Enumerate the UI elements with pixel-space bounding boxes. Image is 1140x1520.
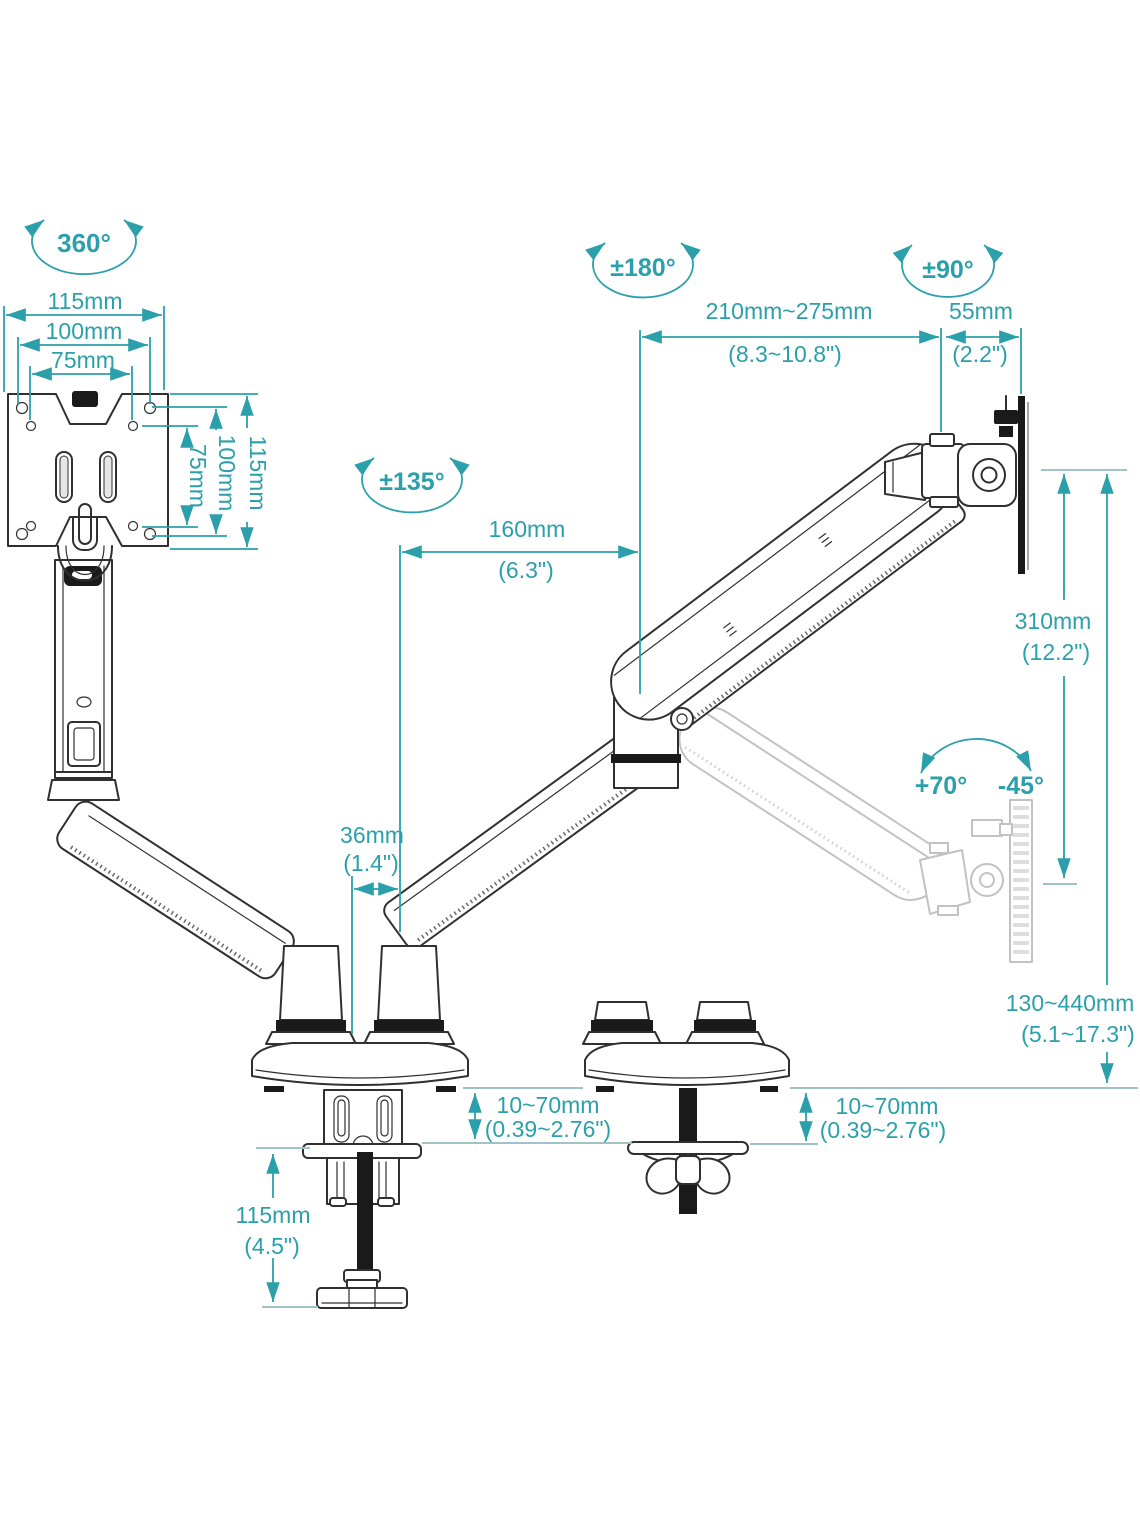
dim-pole-gap-mm: 36mm	[340, 822, 404, 848]
clamp-knob	[316, 1287, 408, 1309]
ghost-lowered-arm	[678, 706, 1033, 963]
dim-clamp-right-mm: 10~70mm	[836, 1093, 939, 1119]
vesa-hole	[25, 420, 37, 432]
desk-clamp-base	[251, 945, 469, 1309]
dim-clamp-left-in: (0.39~2.76")	[485, 1116, 611, 1142]
vesa-plate-edge	[1018, 396, 1025, 574]
dim-clamp-height-mm: 115mm	[236, 1202, 311, 1228]
vesa-thumbscrew	[994, 410, 1018, 424]
label-arm-180: ±180°	[610, 254, 675, 282]
post-left	[279, 945, 343, 1021]
base-dome	[251, 1042, 469, 1086]
c-clamp	[302, 1089, 422, 1309]
swivel-360-arc	[24, 219, 144, 275]
dim-clamp-range-left: 10~70mm (0.39~2.76")	[468, 1092, 611, 1142]
ghost-pivot	[970, 863, 1004, 897]
dim-vesa-height-115: 115mm	[245, 436, 271, 511]
label-elbow-135: ±135°	[379, 468, 444, 496]
monitor-head	[884, 395, 1029, 574]
dim-vesa-heights: 75mm 100mm 115mm	[142, 393, 271, 550]
dim-clamp-range-right: 10~70mm (0.39~2.76")	[799, 1093, 946, 1143]
label-tilt-down: -45°	[998, 772, 1044, 800]
dim-vesa-height-75: 75mm	[185, 444, 211, 508]
label-head-90: ±90°	[922, 256, 974, 284]
dim-forearm-in: (6.3")	[498, 557, 553, 583]
elbow-135-arc	[354, 457, 470, 514]
lower-beam-right	[383, 734, 652, 950]
vertical-link	[47, 559, 120, 801]
dim-head-depth-in: (2.2")	[952, 341, 1007, 367]
dim-pole-gap: 36mm (1.4")	[340, 822, 404, 1034]
vesa-plate-outline	[7, 393, 169, 547]
head-90-arc	[892, 244, 1004, 298]
post-right	[377, 945, 441, 1021]
dim-lift-height: 310mm (12.2") 130~440mm (5.1~17.3")	[1006, 474, 1135, 1083]
dim-clamp-height: 115mm (4.5")	[236, 1154, 311, 1302]
dim-forearm-mm: 160mm	[489, 516, 566, 542]
dim-lift-mm: 310mm	[1015, 608, 1092, 634]
dim-clamp-height-in: (4.5")	[244, 1233, 299, 1259]
dim-head-depth-mm: 55mm	[949, 298, 1013, 324]
dim-vesa-width-100: 100mm	[46, 318, 123, 344]
dim-lift-in: (12.2")	[1022, 639, 1090, 665]
dim-pole-gap-in: (1.4")	[343, 850, 398, 876]
dim-extension: 210mm~275mm (8.3~10.8") 55mm (2.2")	[642, 298, 1022, 432]
label-tilt-up: +70°	[915, 772, 967, 800]
lower-beam-left	[56, 800, 295, 980]
dim-clamp-left-mm: 10~70mm	[497, 1092, 600, 1118]
raised-arm-assembly	[383, 395, 1029, 950]
front-arm-assembly	[47, 559, 295, 980]
dim-vesa-height-100: 100mm	[214, 435, 240, 512]
label-swivel-360: 360°	[57, 228, 111, 258]
grommet-plate	[627, 1141, 749, 1155]
dim-range-in: (5.1~17.3")	[1021, 1021, 1135, 1047]
clamp-screw	[357, 1152, 373, 1276]
dim-range-mm: 130~440mm	[1006, 990, 1135, 1016]
quick-release-clip	[72, 391, 98, 407]
tilt-arc	[920, 738, 1032, 774]
dim-vesa-widths: 115mm 100mm 75mm	[3, 288, 165, 420]
wing-nut	[645, 1157, 682, 1195]
vesa-plate-front	[7, 391, 169, 582]
rotation-annotations: 360° ±180° ±90° ±135° +70° -45°	[24, 219, 1044, 800]
dimension-layer: 115mm 100mm 75mm 75mm 100mm 115mm	[3, 219, 1138, 1308]
gas-spring-arm	[610, 442, 966, 727]
dim-vesa-width-115: 115mm	[48, 288, 123, 314]
tilt-pivot	[972, 458, 1006, 492]
ghost-clevis	[919, 849, 971, 915]
arm-180-arc	[585, 242, 701, 299]
dim-extension-in: (8.3~10.8")	[728, 341, 842, 367]
dim-extension-mm: 210mm~275mm	[706, 298, 873, 324]
dim-clamp-right-in: (0.39~2.76")	[820, 1117, 946, 1143]
grommet-base	[582, 1001, 790, 1214]
dim-vesa-width-75: 75mm	[51, 347, 115, 373]
elbow-pivot	[670, 707, 694, 731]
dim-forearm: 160mm (6.3")	[399, 330, 641, 932]
